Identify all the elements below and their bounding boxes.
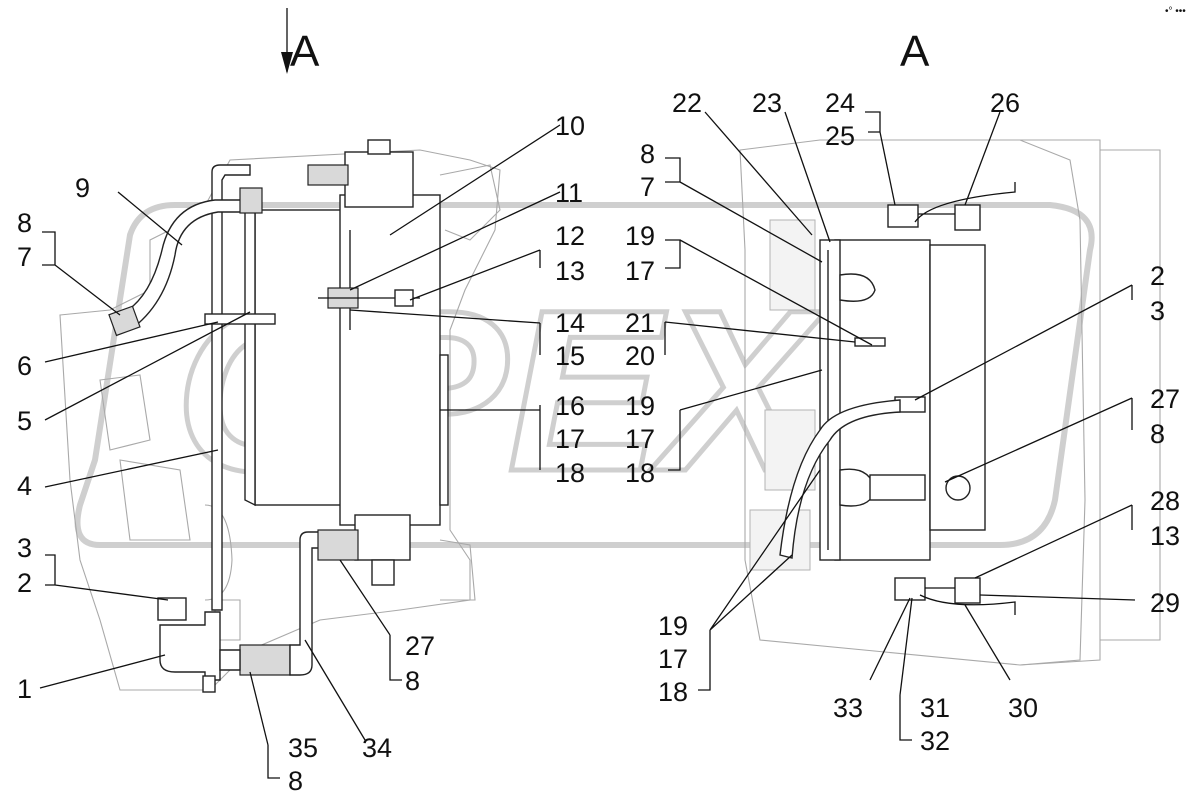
callout-18-lower: 18 [658,677,688,707]
callout-28: 28 [1150,486,1180,516]
left-view-title: A [290,27,320,76]
left-leaders [39,124,561,779]
callout-13: 13 [555,256,585,286]
callout-25: 25 [825,121,855,151]
corner-mark: •° ••• [1165,6,1186,17]
callout-5: 5 [17,406,32,436]
radiator-core [254,209,346,506]
callout-26: 26 [990,88,1020,118]
callout-19-lower: 19 [658,611,688,641]
callout-29: 29 [1150,588,1180,618]
right-frame-background [739,139,1161,666]
callout-8-lower: 8 [405,666,420,696]
vertical-pipe [211,164,251,611]
bottom-valve [894,577,926,601]
callout-18: 18 [555,458,585,488]
callout-20: 20 [625,341,655,371]
expansion-tank [339,194,441,526]
callout-27: 27 [405,631,435,661]
callout-17-upper: 17 [625,256,655,286]
callout-13-right: 13 [1150,521,1180,551]
callout-24: 24 [825,88,855,118]
callout-17-lower: 17 [658,644,688,674]
callout-32: 32 [920,726,950,756]
callout-31: 31 [920,693,950,723]
callout-33: 33 [833,693,863,723]
callout-30: 30 [1008,693,1038,723]
hose-sleeve [239,644,291,676]
callout-8: 8 [17,208,32,238]
callout-2: 2 [17,568,32,598]
callout-34: 34 [362,733,392,763]
callout-21: 21 [625,308,655,338]
view-arrow-head [281,52,293,74]
callout-2-right: 2 [1150,261,1165,291]
callout-3-right: 3 [1150,296,1165,326]
callout-19-mid: 19 [625,391,655,421]
callout-6: 6 [17,351,32,381]
return-pipe [289,531,321,676]
right-view-title: A [900,27,930,76]
bottom-sensor [954,577,981,604]
filler-cap [367,139,391,155]
callout-10: 10 [555,111,585,141]
callout-14: 14 [555,308,585,338]
callout-19-upper: 19 [625,221,655,251]
callout-7-right: 7 [640,172,655,202]
callout-1: 1 [17,674,32,704]
callout-8-right: 8 [640,139,655,169]
callout-11: 11 [555,178,583,208]
callout-35: 35 [288,733,318,763]
callout-7: 7 [17,242,32,272]
callout-27-right: 27 [1150,384,1180,414]
right-callouts: 22 23 24 25 26 8 7 19 17 21 20 19 17 18 … [625,88,1180,756]
bypass-pipe [779,399,901,559]
callout-3: 3 [17,533,32,563]
callout-4: 4 [17,471,32,501]
callout-9: 9 [75,173,90,203]
right-leaders [664,111,1136,741]
callout-8-bottom: 8 [288,766,303,796]
lower-hose [317,529,359,561]
callout-17: 17 [555,424,585,454]
callout-18-mid: 18 [625,458,655,488]
callout-22: 22 [672,88,702,118]
drain-valve [157,597,187,621]
left-callouts: 9 8 7 6 5 4 3 2 1 10 11 12 13 14 15 16 1… [17,111,585,796]
callout-15: 15 [555,341,585,371]
left-radiator-assembly [108,139,449,693]
right-radiator-assembly [779,182,1016,615]
callout-17-mid: 17 [625,424,655,454]
callout-12: 12 [555,221,585,251]
callout-23: 23 [752,88,782,118]
outlet-hose [869,474,926,501]
callout-8-right-mid: 8 [1150,419,1165,449]
top-valve [887,204,919,228]
lower-elbow [159,611,221,681]
callout-16: 16 [555,391,585,421]
top-sensor [954,204,981,231]
